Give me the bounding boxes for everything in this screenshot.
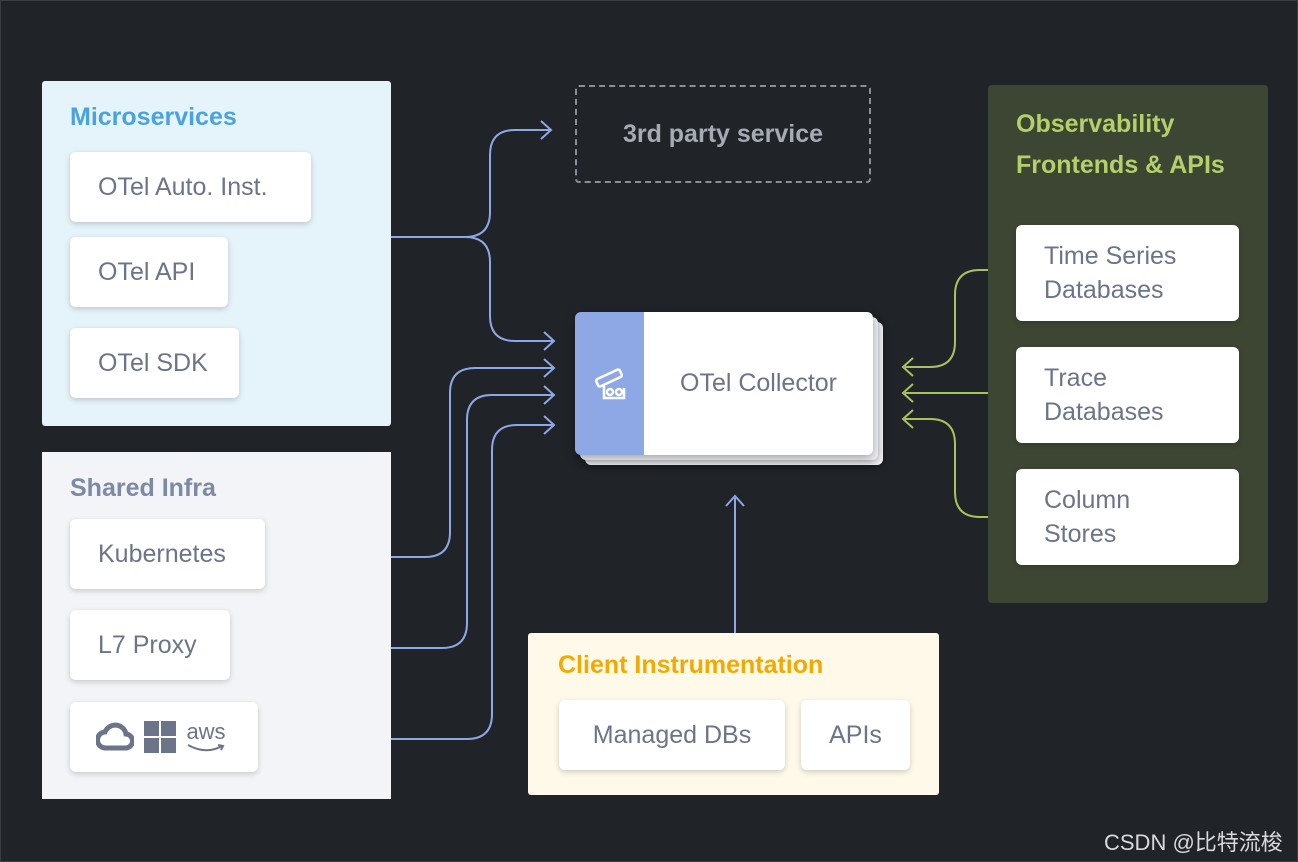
observability-title-line2: Frontends & APIs [1016,151,1225,180]
card-apis[interactable]: APIs [801,700,910,770]
arrow-micro-to-collector [464,236,553,342]
collector-label: OTel Collector [680,369,837,397]
microservices-panel: Microservices OTel Auto. Inst. OTel API … [42,81,391,426]
arrow-micro-to-third [391,129,550,238]
collector-body: OTel Collector [644,312,873,455]
aws-smile-icon [187,744,225,752]
card-otel-api[interactable]: OTel API [70,237,228,307]
card-kubernetes[interactable]: Kubernetes [70,519,265,589]
column-stores-line1: Column [1044,486,1131,514]
third-party-label: 3rd party service [622,119,824,148]
shared-infra-panel: Shared Infra Kubernetes L7 Proxy aws [42,452,391,799]
client-instrumentation-panel: Client Instrumentation Managed DBs APIs [528,633,939,795]
trace-line2: Databases [1044,398,1164,426]
card-otel-sdk[interactable]: OTel SDK [70,328,239,398]
aws-logo-text: aws [186,719,226,744]
arrow-kubernetes-to-collector [287,367,553,558]
telescope-icon [594,367,625,399]
card-l7-proxy[interactable]: L7 Proxy [70,610,230,680]
client-instrumentation-title: Client Instrumentation [558,651,824,679]
collector-icon-strip [575,312,644,455]
card-cloud-providers[interactable]: aws [70,702,258,772]
google-cloud-icon [96,722,134,751]
time-series-line1: Time Series [1044,242,1177,270]
microservices-title: Microservices [70,103,237,131]
observability-title-line1: Observability [1016,110,1175,138]
card-otel-auto-inst[interactable]: OTel Auto. Inst. [70,152,311,222]
shared-infra-title: Shared Infra [70,474,216,502]
card-time-series-databases[interactable]: Time Series Databases [1016,225,1239,321]
watermark: CSDN @比特流梭 [1104,830,1283,855]
time-series-line2: Databases [1044,276,1164,304]
column-stores-line2: Stores [1044,520,1117,548]
card-managed-dbs[interactable]: Managed DBs [559,700,785,770]
observability-panel: Observability Frontends & APIs Time Seri… [988,85,1268,603]
card-column-stores[interactable]: Column Stores [1016,469,1239,565]
observability-title: Observability Frontends & APIs [1016,104,1225,187]
arrow-collector-timeseries [905,269,1003,368]
arrow-collector-column [905,418,1003,518]
arrow-proxy-to-collector [231,394,553,649]
arrow-cloud-to-collector [258,424,553,740]
otel-collector[interactable]: OTel Collector [575,312,873,455]
trace-line1: Trace [1044,364,1107,392]
third-party-service[interactable]: 3rd party service [575,85,871,183]
azure-icon [144,721,176,753]
card-trace-databases[interactable]: Trace Databases [1016,347,1239,443]
aws-icon: aws [186,721,226,753]
